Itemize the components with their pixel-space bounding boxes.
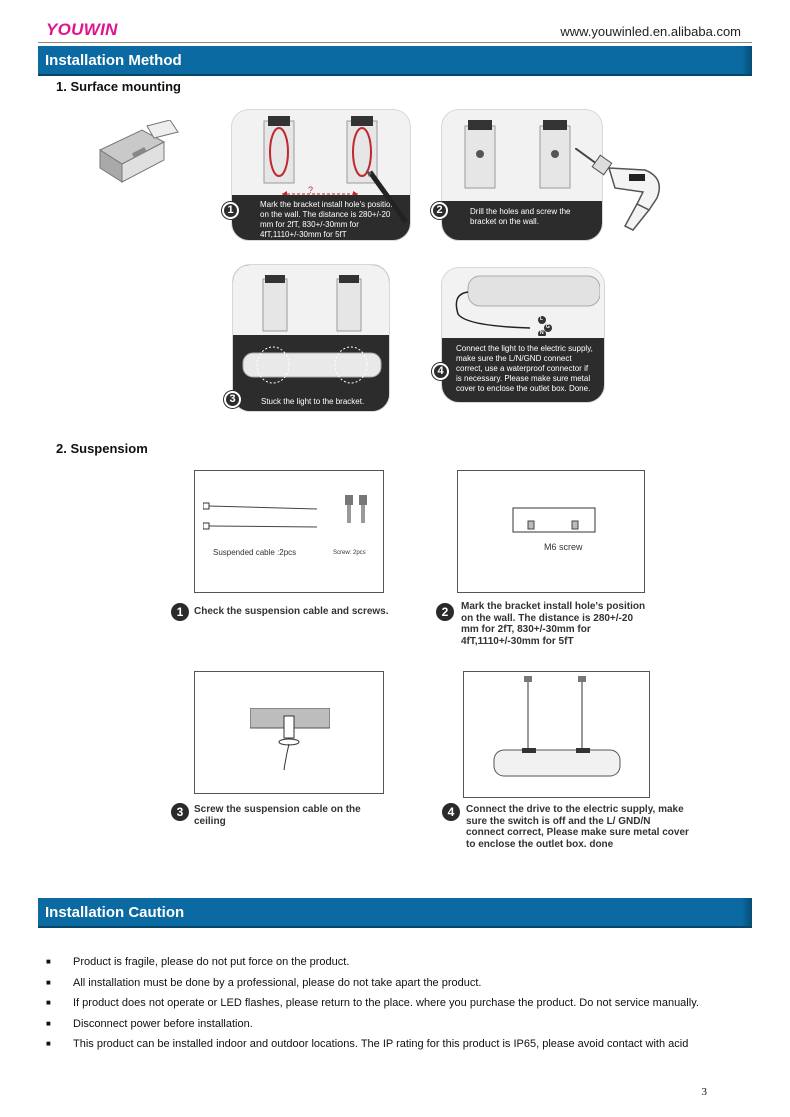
bracket-screw-illustration: [460, 118, 580, 198]
pencil-icon: [366, 170, 412, 226]
screw-label: Screw: 2pcs: [333, 550, 366, 556]
suspended-light-illustration: [492, 676, 622, 786]
list-item: All installation must be done by a profe…: [46, 973, 746, 994]
bracket-mark-frame: M6 screw: [457, 470, 645, 593]
light-wiring-illustration: [450, 274, 600, 336]
step-number: 3: [171, 803, 189, 821]
suspension-cable-illustration: [203, 499, 323, 535]
header-divider: [38, 42, 752, 43]
surface-step-3-panel: Stuck the light to the bracket.: [232, 264, 390, 412]
light-on-bracket-illustration: [241, 345, 383, 385]
list-item: Disconnect power before installation.: [46, 1014, 746, 1035]
distance-marker: ?: [308, 185, 313, 195]
site-url[interactable]: www.youwinled.en.alibaba.com: [560, 24, 741, 39]
section-title: Installation Caution: [45, 904, 184, 921]
bracket-illustration: [92, 120, 182, 190]
step-number: 2: [436, 603, 454, 621]
wire-label-n: N: [540, 330, 544, 336]
wire-label-l: L: [540, 316, 543, 322]
step-caption: Mark the bracket install hole's position…: [461, 601, 646, 647]
step-caption: Connect the drive to the electric supply…: [466, 804, 691, 850]
step-number: 4: [442, 803, 460, 821]
suspended-light-frame: [463, 671, 650, 798]
surface-mounting-title: 1. Surface mounting: [56, 79, 181, 94]
drill-icon: [575, 148, 670, 233]
step-number: 3: [224, 391, 241, 408]
section-installation-caution: Installation Caution: [38, 898, 752, 928]
ceiling-screw-illustration: [250, 708, 330, 772]
cable-label: Suspended cable :2pcs: [213, 548, 296, 557]
section-installation-method: Installation Method: [38, 46, 752, 76]
list-item: If product does not operate or LED flash…: [46, 993, 746, 1014]
step-number: 1: [171, 603, 189, 621]
list-item: This product can be installed indoor and…: [46, 1034, 746, 1055]
ceiling-screw-frame: [194, 671, 384, 794]
step-caption: Screw the suspension cable on the ceilin…: [194, 804, 394, 827]
section-title: Installation Method: [45, 52, 182, 69]
step-caption: Stuck the light to the bracket.: [233, 391, 389, 411]
step-caption: Connect the light to the electric supply…: [442, 338, 604, 402]
suspension-kit-frame: Suspended cable :2pcs Screw: 2pcs: [194, 470, 384, 593]
list-item: Product is fragile, please do not put fo…: [46, 952, 746, 973]
brand-logo: YOUWIN: [46, 20, 118, 40]
bracket-pair-illustration: [255, 273, 375, 335]
step-caption: Check the suspension cable and screws.: [194, 606, 414, 618]
caution-list: Product is fragile, please do not put fo…: [46, 952, 746, 1055]
suspension-title: 2. Suspensiom: [56, 441, 148, 456]
screw-icon: [343, 493, 371, 527]
step-number: 4: [432, 363, 449, 380]
step-number: 1: [222, 202, 239, 219]
bracket-mark-illustration: [512, 507, 596, 537]
m6-screw-label: M6 screw: [544, 542, 583, 552]
step-number: 2: [431, 202, 448, 219]
surface-step-4-panel: L G N Connect the light to the electric …: [441, 267, 605, 403]
page-number: 3: [702, 1086, 708, 1098]
wire-label-g: G: [546, 324, 550, 330]
